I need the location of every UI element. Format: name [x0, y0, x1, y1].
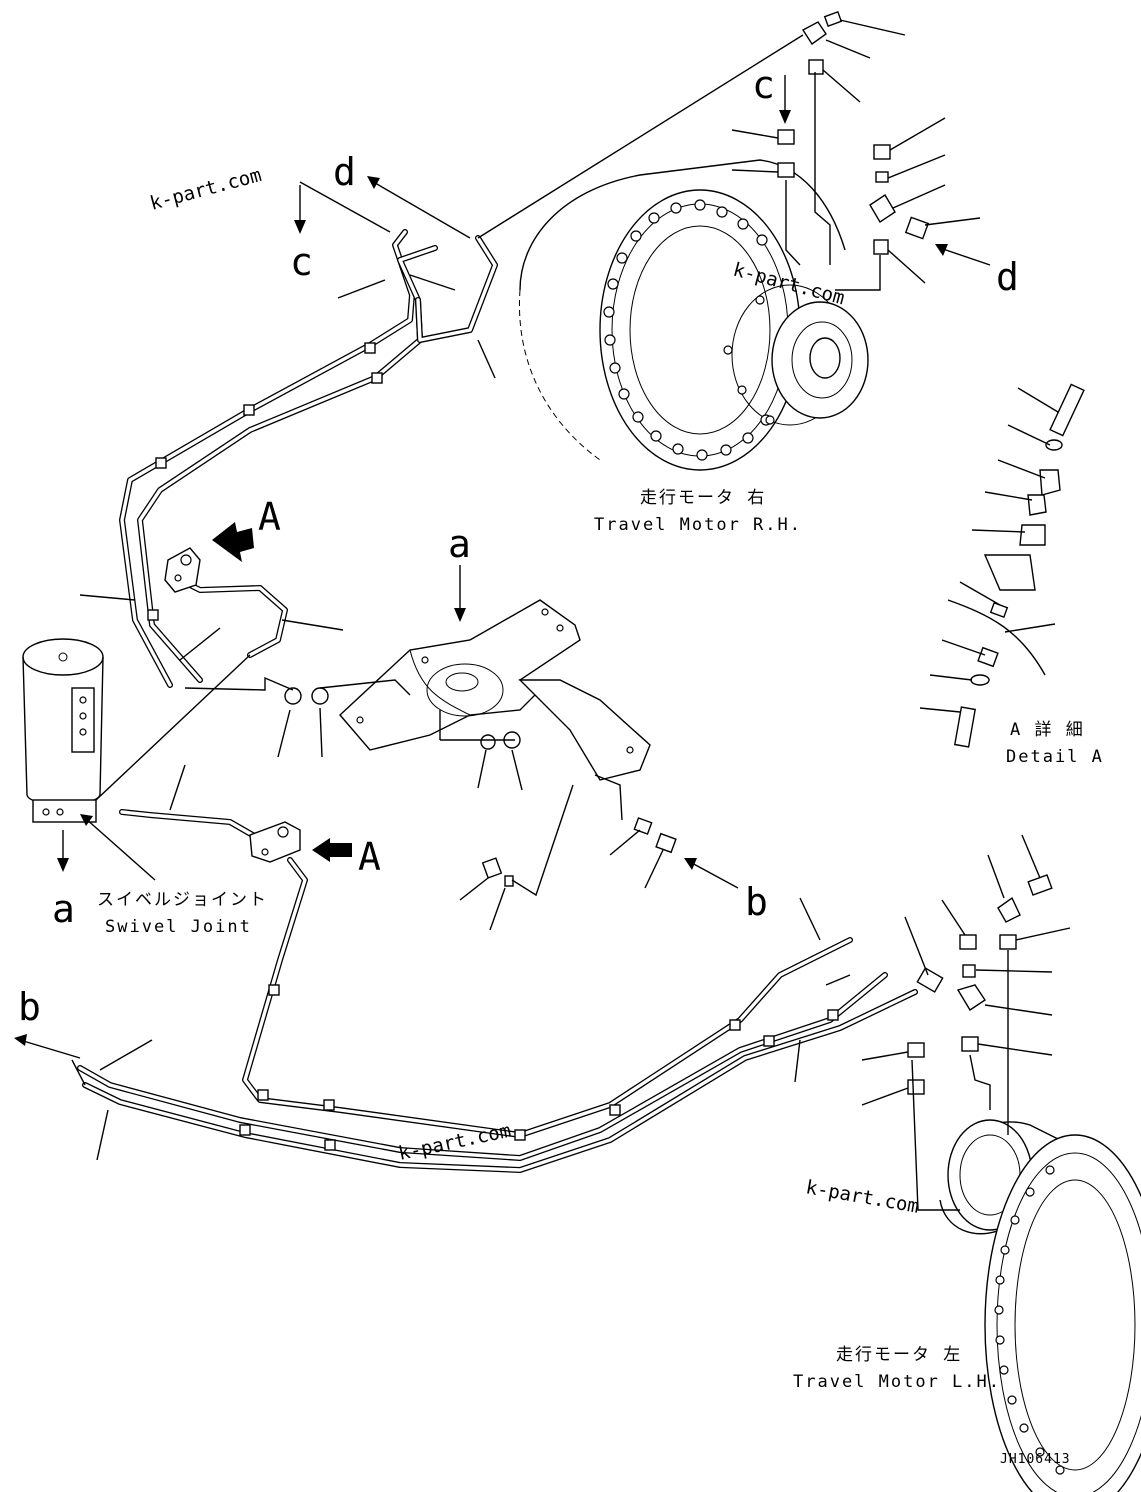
- leader-lines: [71, 19, 1071, 1211]
- label-d-top: d: [333, 150, 356, 194]
- caption-detail-a-jp: A 詳 細: [1010, 720, 1085, 740]
- label-A-upper: A: [258, 495, 281, 539]
- label-c-top: c: [752, 63, 775, 107]
- watermark-4: k-part.com: [804, 1176, 920, 1218]
- hose-clamps: [147, 342, 839, 1151]
- reference-labels: c c d d A A a a b b: [18, 63, 1019, 1029]
- caption-travel-motor-lh-en: Travel Motor L.H.: [793, 1372, 1001, 1392]
- fittings-lh: [907, 874, 1053, 1095]
- rh-motor-bolts: [603, 199, 772, 461]
- caption-travel-motor-lh-jp: 走行モータ 左: [836, 1345, 962, 1365]
- label-b-left: b: [18, 985, 41, 1029]
- caption-detail-a-en: Detail A: [1006, 747, 1104, 767]
- direction-arrows: [14, 75, 991, 1059]
- hose-bracket-upper: [164, 547, 201, 593]
- label-b-right: b: [745, 880, 768, 924]
- drawing-code: JH106413: [1000, 1452, 1071, 1467]
- label-a-top: a: [448, 522, 471, 566]
- travel-motor-rh: [518, 159, 869, 471]
- lh-motor-bolts: [994, 1165, 1065, 1475]
- travel-motor-lh: [939, 1119, 1141, 1492]
- fittings-rh: [777, 11, 930, 255]
- label-a-bottom: a: [52, 887, 75, 931]
- watermark-1: k-part.com: [148, 164, 264, 215]
- component-captions: 走行モータ 右 Travel Motor R.H. 走行モータ 左 Travel…: [97, 488, 1104, 1392]
- swivel-joint: [22, 638, 104, 823]
- caption-swivel-joint-jp: スイベルジョイント: [97, 890, 268, 910]
- caption-swivel-joint-en: Swivel Joint: [105, 917, 252, 937]
- label-A-lower: A: [358, 835, 381, 879]
- hose-bracket-lower: [249, 821, 301, 863]
- center-frame: [339, 599, 651, 781]
- detail-a-parts: [947, 383, 1085, 748]
- label-c-mid: c: [290, 240, 313, 284]
- label-d-right: d: [996, 255, 1019, 299]
- hydraulic-hoses: [77, 229, 918, 1173]
- caption-travel-motor-rh-en: Travel Motor R.H.: [594, 515, 802, 535]
- caption-travel-motor-rh-jp: 走行モータ 右: [640, 488, 766, 508]
